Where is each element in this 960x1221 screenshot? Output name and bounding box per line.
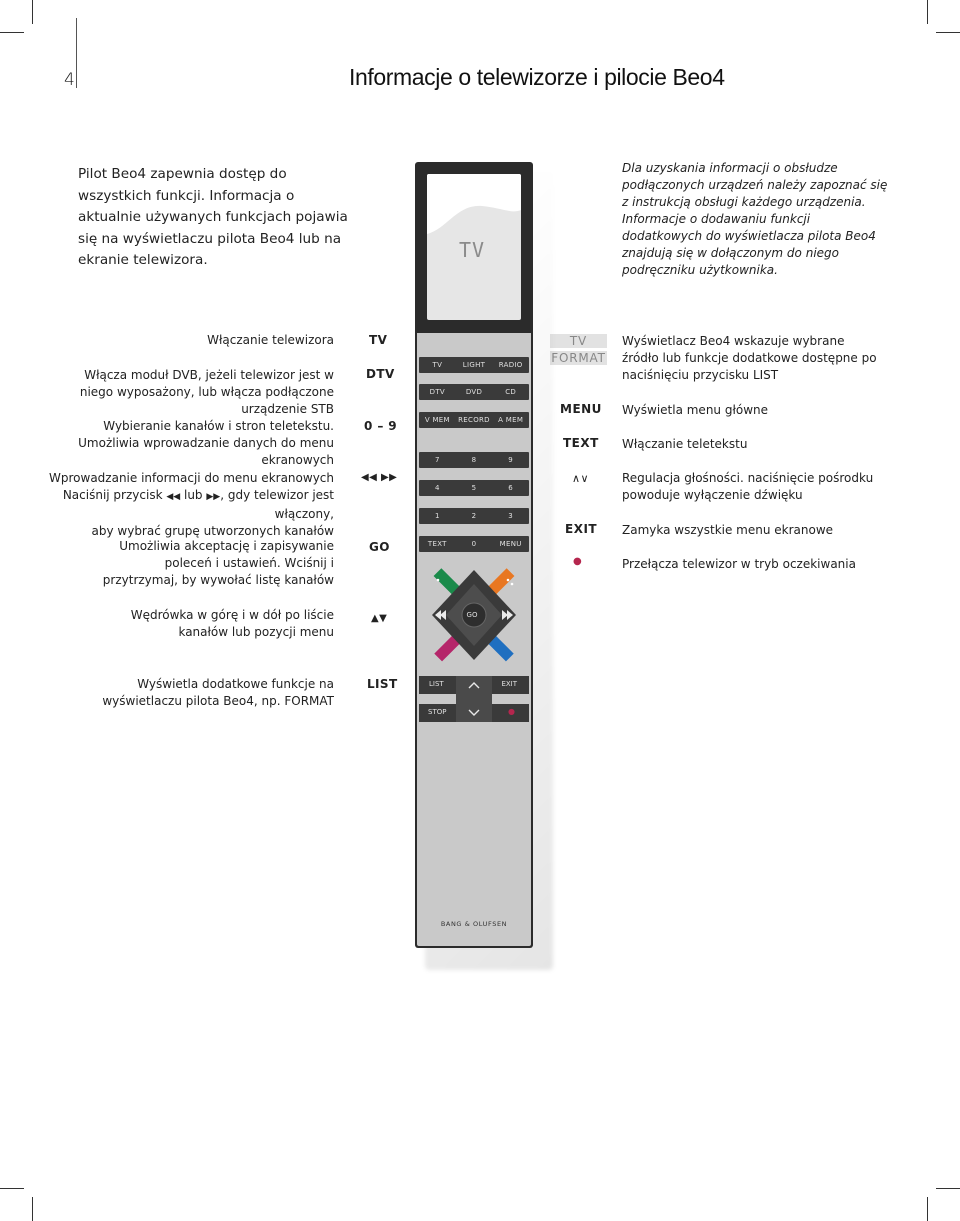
key-updown-icon: ▲▼ bbox=[371, 613, 388, 624]
display-label-tv: TV bbox=[550, 334, 607, 348]
crop-mark bbox=[0, 32, 24, 33]
volume-rocker[interactable] bbox=[456, 676, 492, 722]
crop-mark bbox=[936, 1188, 960, 1189]
note-text: Dla uzyskania informacji o obsłudze podł… bbox=[622, 161, 888, 277]
desc-go: Umożliwia akceptację i zapisywanie polec… bbox=[102, 539, 334, 587]
remote-button-exit[interactable]: EXIT bbox=[501, 680, 517, 688]
remote-display-text: TV bbox=[459, 238, 486, 262]
crop-mark bbox=[927, 1197, 928, 1221]
button-row-sources: TV LIGHT RADIO bbox=[419, 357, 529, 373]
desc-tv: Włączanie telewizora bbox=[207, 333, 334, 347]
red-button[interactable] bbox=[434, 635, 461, 662]
volume-chevrons bbox=[468, 682, 480, 716]
key-tv: TV bbox=[369, 333, 388, 347]
key-menu: MENU bbox=[560, 402, 602, 416]
remote-button-dtv[interactable]: DTV bbox=[429, 388, 446, 396]
crop-mark bbox=[32, 0, 33, 24]
button-row-789: 7 8 9 bbox=[419, 452, 529, 468]
key-list: LIST bbox=[367, 677, 398, 691]
blue-button[interactable] bbox=[487, 635, 514, 662]
dot-icon bbox=[506, 578, 510, 582]
navigation-pad bbox=[432, 568, 516, 662]
remote-button-8[interactable]: 8 bbox=[471, 456, 477, 464]
nav-arrows bbox=[435, 610, 513, 620]
remote-button-record[interactable]: RECORD bbox=[458, 416, 490, 424]
dot-icon bbox=[436, 578, 440, 582]
go-label: GO bbox=[466, 611, 478, 619]
dot-icon bbox=[510, 582, 514, 586]
standby-dot-icon: ● bbox=[573, 556, 583, 567]
desc-arrows-line1: Wprowadzanie informacji do menu ekranowy… bbox=[49, 471, 334, 485]
desc-text: Włączanie teletekstu bbox=[622, 437, 748, 451]
button-row-123: 1 2 3 bbox=[419, 508, 529, 524]
page-number: 4 bbox=[64, 70, 75, 90]
remote-button-2[interactable]: 2 bbox=[471, 512, 477, 520]
desc-display: Wyświetlacz Beo4 wskazuje wybrane źródło… bbox=[622, 334, 877, 382]
crop-mark bbox=[927, 0, 928, 24]
desc-digits: Wybieranie kanałów i stron teletekstu. U… bbox=[78, 419, 334, 467]
crop-mark bbox=[32, 1197, 33, 1221]
green-button[interactable] bbox=[433, 568, 460, 595]
fast-forward-icon: ▶▶ bbox=[206, 492, 221, 502]
desc-arrows: Wprowadzanie informacji do menu ekranowy… bbox=[44, 470, 334, 540]
desc-list: Wyświetla dodatkowe funkcje na wyświetla… bbox=[102, 677, 334, 708]
desc-volume: Regulacja głośności. naciśnięcie pośrodk… bbox=[622, 471, 874, 502]
desc-dtv: Włącza moduł DVB, jeżeli telewizor jest … bbox=[79, 368, 334, 416]
remote-button-menu[interactable]: MENU bbox=[499, 540, 522, 548]
desc-arrows-line2: Naciśnij przycisk ◀◀ lub ▶▶, gdy telewiz… bbox=[62, 488, 334, 521]
desc-updown: Wędrówka w górę i w dół po liście kanałó… bbox=[130, 608, 334, 639]
remote-button-3[interactable]: 3 bbox=[508, 512, 514, 520]
remote-button-6[interactable]: 6 bbox=[508, 484, 514, 492]
yellow-button[interactable] bbox=[488, 568, 515, 595]
intro-text: Pilot Beo4 zapewnia dostęp do wszystkich… bbox=[78, 166, 348, 269]
desc-menu: Wyświetla menu główne bbox=[622, 403, 769, 417]
remote-button-9[interactable]: 9 bbox=[508, 456, 514, 464]
desc-exit: Zamyka wszystkie menu ekranowe bbox=[622, 523, 834, 537]
remote-display bbox=[427, 174, 521, 320]
remote-button-tv[interactable]: TV bbox=[432, 361, 443, 369]
remote-button-list[interactable]: LIST bbox=[429, 680, 444, 688]
button-row-456: 4 5 6 bbox=[419, 480, 529, 496]
key-go: GO bbox=[369, 540, 390, 554]
chevron-down-icon bbox=[468, 709, 480, 716]
remote-button-0[interactable]: 0 bbox=[471, 540, 477, 548]
button-row-sources-2: DTV DVD CD bbox=[419, 384, 529, 400]
crop-mark bbox=[0, 1188, 24, 1189]
remote-button-stop[interactable]: STOP bbox=[428, 708, 447, 716]
button-row-record: V MEM RECORD A MEM bbox=[419, 412, 529, 428]
remote-button-text[interactable]: TEXT bbox=[427, 540, 447, 548]
remote-button-amem[interactable]: A MEM bbox=[498, 416, 524, 424]
key-arrows-icon: ◀◀ ▶▶ bbox=[361, 472, 398, 483]
key-dtv: DTV bbox=[366, 367, 395, 381]
crop-mark bbox=[936, 32, 960, 33]
remote-button-light[interactable]: LIGHT bbox=[462, 361, 486, 369]
chevron-up-icon bbox=[468, 682, 480, 689]
remote-button-5[interactable]: 5 bbox=[471, 484, 477, 492]
remote-button-radio[interactable]: RADIO bbox=[498, 361, 523, 369]
display-label-format: FORMAT bbox=[550, 351, 607, 365]
key-digits: 0 – 9 bbox=[364, 419, 398, 433]
key-text: TEXT bbox=[563, 436, 599, 450]
remote-button-vmem[interactable]: V MEM bbox=[424, 416, 450, 424]
remote-button-1[interactable]: 1 bbox=[434, 512, 440, 520]
page-title: Informacje o telewizorze i pilocie Beo4 bbox=[349, 64, 725, 90]
remote-button-dvd[interactable]: DVD bbox=[465, 388, 483, 396]
remote-button-4[interactable]: 4 bbox=[434, 484, 440, 492]
button-row-text: TEXT 0 MENU bbox=[419, 536, 529, 552]
go-button[interactable] bbox=[461, 602, 487, 628]
rewind-icon: ◀◀ bbox=[166, 492, 181, 502]
brand-logo: BANG & OLUFSEN bbox=[440, 920, 508, 928]
header-rule bbox=[76, 18, 77, 88]
display-wave bbox=[427, 174, 521, 234]
desc-standby: Przełącza telewizor w tryb oczekiwania bbox=[622, 557, 856, 571]
remote-button-7[interactable]: 7 bbox=[434, 456, 440, 464]
remote-button-cd[interactable]: CD bbox=[505, 388, 517, 396]
key-exit: EXIT bbox=[565, 522, 598, 536]
standby-button[interactable]: ● bbox=[508, 707, 515, 716]
volume-chevrons-icon: ∧∨ bbox=[572, 472, 590, 485]
desc-arrows-line3: aby wybrać grupę utworzonych kanałów bbox=[91, 524, 334, 538]
